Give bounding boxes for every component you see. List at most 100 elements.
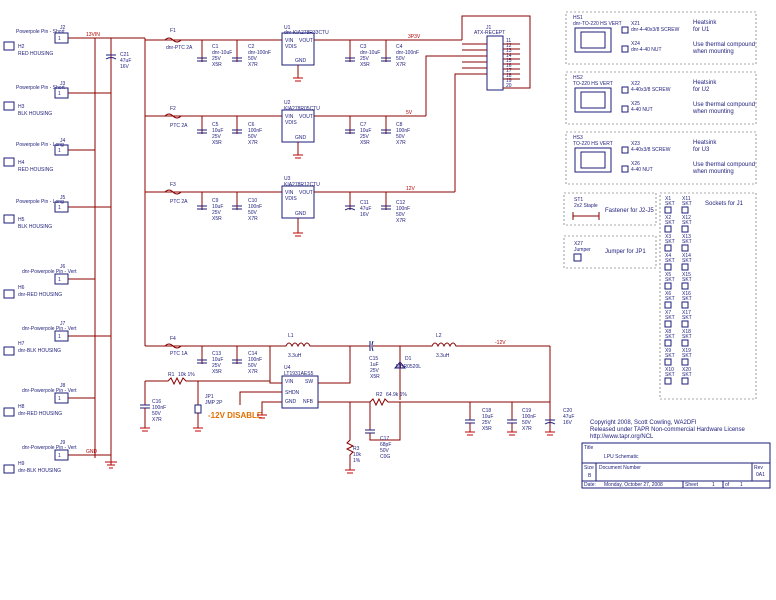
h9-housing: dnr-BLK HOUSING (18, 468, 61, 474)
h8-ref: H8 (18, 404, 25, 410)
svg-text:100nF: 100nF (396, 128, 410, 134)
svg-text:18: 18 (506, 73, 512, 79)
svg-text:C13: C13 (212, 351, 221, 357)
svg-text:C0G: C0G (380, 454, 390, 460)
h4-housing: RED HOUSING (18, 167, 53, 173)
socket-box (681, 206, 689, 214)
svg-text:X22: X22 (631, 81, 640, 87)
socket-value: SKT (682, 334, 692, 340)
svg-text:for U3: for U3 (693, 147, 710, 153)
svg-text:50V: 50V (248, 210, 258, 216)
socket-ref: X9 (665, 348, 671, 354)
svg-text:X5R: X5R (212, 62, 222, 68)
connector-column: 1 1 1 1 1 1 1 1 Powerpole Pin - Short J2… (3, 25, 145, 474)
capacitor-c21: C21 47uF 16V (105, 38, 131, 70)
svg-text:4-40x3/8 SCREW: 4-40x3/8 SCREW (631, 87, 671, 93)
svg-text:http://www.tapr.org/NCL: http://www.tapr.org/NCL (590, 434, 654, 440)
svg-text:L2: L2 (436, 333, 442, 339)
svg-text:2x2 Staple: 2x2 Staple (574, 203, 598, 209)
socket-box (664, 301, 672, 309)
h5-ref: H5 (18, 217, 25, 223)
socket-box (664, 263, 672, 271)
svg-text:X5R: X5R (370, 374, 380, 380)
svg-text:for U2: for U2 (693, 87, 710, 93)
svg-text:HS2: HS2 (573, 75, 583, 81)
socket-box (664, 358, 672, 366)
svg-text:1: 1 (58, 91, 61, 97)
h6-housing: dnr-RED HOUSING (18, 292, 62, 298)
svg-text:X7R: X7R (152, 417, 162, 423)
socket-box (681, 339, 689, 347)
connector-j3: 1 (54, 87, 69, 99)
sockets-j1: Sockets for J1 (659, 192, 757, 400)
socket-value: SKT (665, 258, 675, 264)
svg-text:when mounting: when mounting (692, 109, 734, 115)
svg-text:X7R: X7R (396, 218, 406, 224)
socket-box (664, 225, 672, 233)
c21-volt: 16V (120, 64, 130, 70)
svg-text:U1: U1 (284, 25, 291, 31)
socket-ref: X13 (682, 234, 691, 240)
socket-value: SKT (665, 372, 675, 378)
j9-ref: J9 (60, 440, 66, 446)
svg-text:VOUT: VOUT (299, 38, 313, 44)
svg-text:Jumper for JP1: Jumper for JP1 (605, 249, 646, 255)
svg-text:TO-220 HS VERT: TO-220 HS VERT (573, 81, 613, 87)
svg-text:MBR0520L: MBR0520L (396, 364, 421, 370)
socket-ref: X1 (665, 196, 671, 202)
svg-text:C2: C2 (248, 44, 255, 50)
svg-text:TO-220 HS VERT: TO-220 HS VERT (573, 141, 613, 147)
svg-text:F2: F2 (170, 106, 176, 112)
svg-text:R1: R1 (168, 372, 175, 378)
socket-value: SKT (682, 220, 692, 226)
svg-text:25V: 25V (360, 56, 370, 62)
svg-text:1: 1 (740, 482, 743, 488)
svg-text:dnr-4-40 NUT: dnr-4-40 NUT (631, 47, 662, 53)
svg-text:16: 16 (506, 63, 512, 69)
socket-box (681, 244, 689, 252)
svg-text:dnr-KIA278R33CTU: dnr-KIA278R33CTU (284, 30, 329, 36)
svg-text:16V: 16V (360, 212, 370, 218)
svg-text:PTC 1A: PTC 1A (170, 351, 188, 357)
svg-text:X5R: X5R (482, 426, 492, 432)
svg-text:Heatsink: Heatsink (693, 80, 717, 86)
svg-text:HS3: HS3 (573, 135, 583, 141)
socket-ref: X2 (665, 215, 671, 221)
svg-text:50V: 50V (396, 212, 406, 218)
svg-text:C7: C7 (360, 122, 367, 128)
connector-j2: 1 (54, 32, 69, 44)
h7-housing: dnr-BLK HOUSING (18, 348, 61, 354)
svg-text:0A1: 0A1 (756, 472, 765, 478)
svg-text:17: 17 (506, 68, 512, 74)
socket-value: SKT (665, 277, 675, 283)
svg-text:1: 1 (58, 334, 61, 340)
svg-text:GND: GND (295, 135, 307, 141)
svg-text:LT1931AES5: LT1931AES5 (284, 371, 314, 377)
svg-text:C18: C18 (482, 408, 491, 414)
j6-pin: dnr-Powerpole Pin - Vert (22, 269, 77, 275)
svg-text:C11: C11 (360, 200, 369, 206)
socket-value: SKT (665, 353, 675, 359)
socket-ref: X11 (682, 196, 691, 202)
svg-text:Heatsink: Heatsink (693, 140, 717, 146)
svg-text:HS1: HS1 (573, 15, 583, 21)
j7-ref: J7 (60, 321, 66, 327)
socket-value: SKT (682, 315, 692, 321)
socket-ref: X16 (682, 291, 691, 297)
socket-value: SKT (665, 201, 675, 207)
svg-text:16V: 16V (563, 420, 573, 426)
title-block: Title LPU Schematic Size B Document Numb… (581, 442, 771, 489)
svg-text:X7R: X7R (522, 426, 532, 432)
socket-box (664, 282, 672, 290)
svg-text:ST1: ST1 (574, 197, 583, 203)
svg-text:C20: C20 (563, 408, 572, 414)
socket-box (664, 244, 672, 252)
svg-text:U3: U3 (284, 176, 291, 182)
j9-pin: dnr-Powerpole Pin - Vert (22, 445, 77, 451)
